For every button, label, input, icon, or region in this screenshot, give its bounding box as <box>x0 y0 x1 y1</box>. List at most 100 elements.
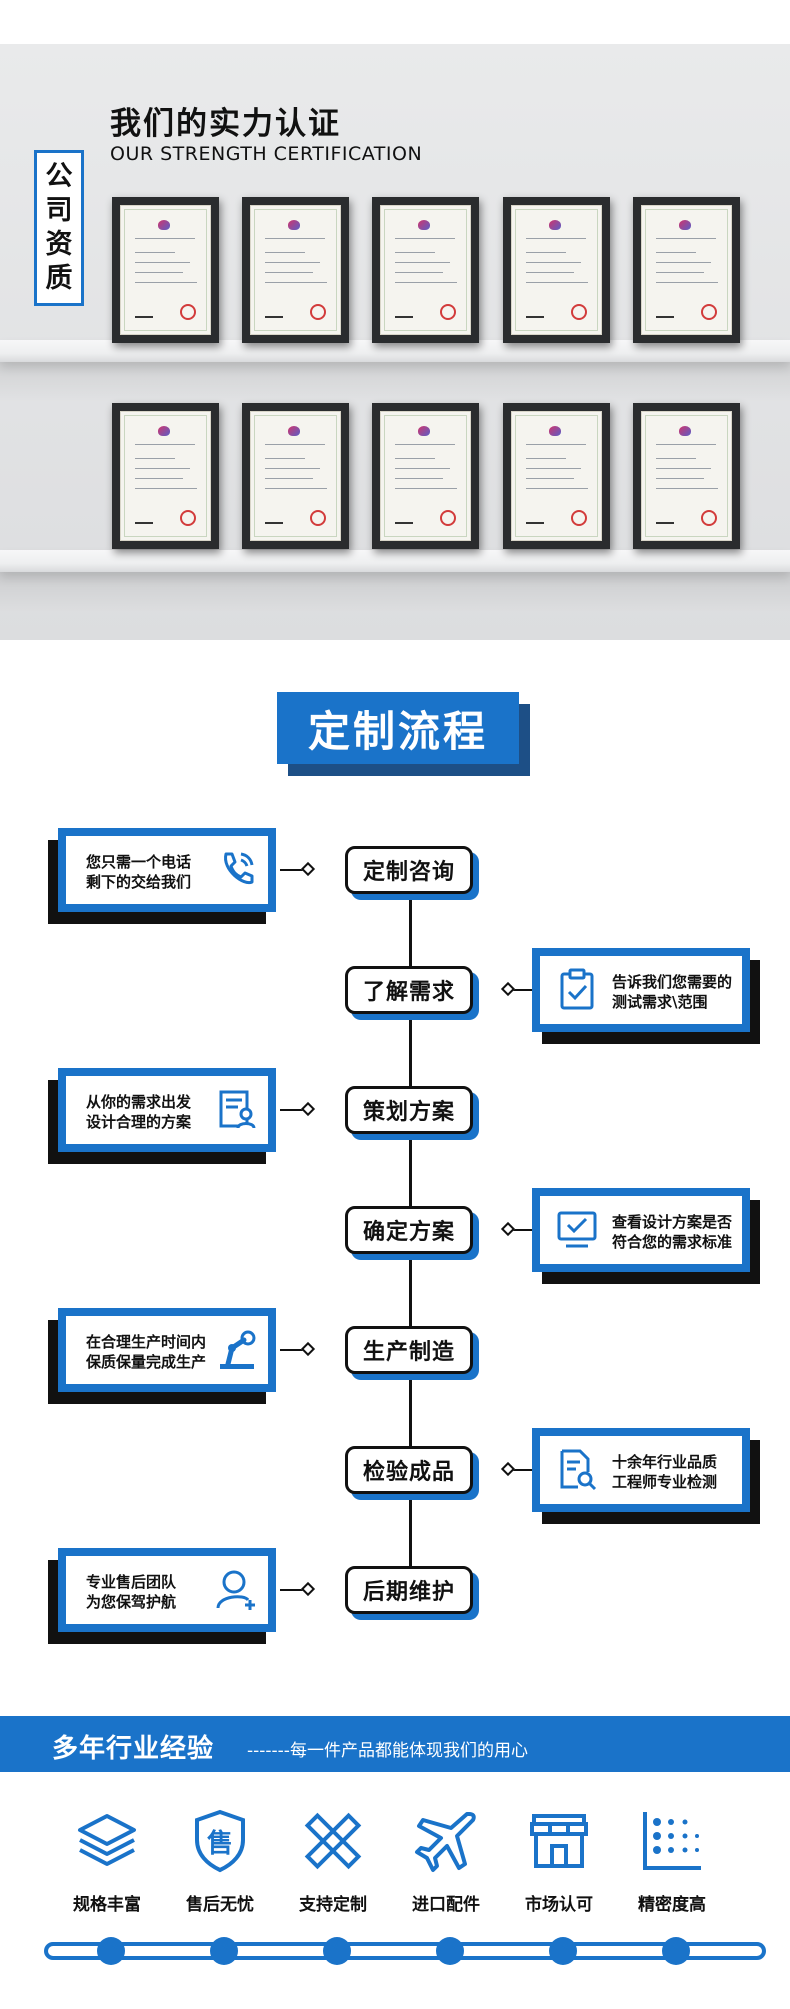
document-search-icon <box>560 1449 597 1491</box>
card-requirements: 告诉我们您需要的 测试需求\范围 <box>532 948 750 1032</box>
robot-arm-icon <box>220 1330 256 1369</box>
feature-label: 市场认可 <box>525 1895 593 1915</box>
feature-market: 市场认可 <box>504 1808 614 1918</box>
feature-aftersales: 售 售后无忧 <box>165 1808 275 1918</box>
certificate-frame <box>633 197 740 343</box>
layers-icon <box>78 1814 136 1866</box>
feature-specs: 规格丰富 <box>52 1808 162 1918</box>
feature-track <box>44 1942 766 1960</box>
feature-label: 售后无忧 <box>186 1895 254 1915</box>
card-text: 查看设计方案是否 符合您的需求标准 <box>612 1213 733 1251</box>
connector-diamond <box>300 1341 316 1357</box>
step-label: 策划方案 <box>362 1100 455 1125</box>
step-maintenance: 后期维护 <box>345 1566 473 1614</box>
feature-label: 精密度高 <box>638 1895 706 1915</box>
connector-line <box>280 1109 310 1111</box>
track-dot <box>662 1937 690 1965</box>
step-understand: 了解需求 <box>345 966 473 1014</box>
feature-custom: 支持定制 <box>278 1808 388 1918</box>
step-label: 确定方案 <box>362 1220 455 1245</box>
certificate-frame <box>242 403 349 549</box>
upper-shelf <box>0 340 790 362</box>
step-label: 生产制造 <box>362 1340 455 1365</box>
connector-line <box>508 1229 538 1231</box>
ruler-pencil-icon <box>304 1812 362 1870</box>
lower-shelf-shadow <box>0 572 790 612</box>
step-label: 后期维护 <box>362 1580 455 1605</box>
step-label: 了解需求 <box>362 980 455 1005</box>
step-confirm: 确定方案 <box>345 1206 473 1254</box>
step-production: 生产制造 <box>345 1326 473 1374</box>
connector-diamond <box>300 861 316 877</box>
connector-line <box>508 989 538 991</box>
phone-icon <box>224 852 254 885</box>
certificate-frame <box>372 197 479 343</box>
track-dot <box>323 1937 351 1965</box>
step-label: 检验成品 <box>362 1460 455 1485</box>
card-inspection: 十余年行业品质 工程师专业检测 <box>532 1428 750 1512</box>
track-dot <box>436 1937 464 1965</box>
connector-diamond <box>500 1221 516 1237</box>
connector-line <box>280 1589 310 1591</box>
feature-imported: 进口配件 <box>391 1808 501 1918</box>
certificate-frame <box>503 197 610 343</box>
shield-icon: 售 <box>195 1809 245 1873</box>
experience-subtitle: -------每一件产品都能体现我们的用心 <box>247 1741 528 1761</box>
track-dot <box>97 1937 125 1965</box>
connector-line <box>508 1469 538 1471</box>
qualification-char: 公 <box>45 161 73 192</box>
feature-label: 规格丰富 <box>73 1895 141 1915</box>
qualification-char: 司 <box>45 195 73 226</box>
card-text: 专业售后团队 为您保驾护航 <box>86 1573 177 1611</box>
certificate-frame <box>112 403 219 549</box>
feature-label: 进口配件 <box>412 1895 480 1915</box>
step-label: 定制咨询 <box>362 860 455 885</box>
card-manufacture: 在合理生产时间内 保质保量完成生产 <box>58 1308 276 1392</box>
dot-grid-icon <box>643 1812 701 1870</box>
certificate-frame <box>503 403 610 549</box>
experience-title: 多年行业经验 <box>52 1734 215 1764</box>
certification-subtitle: OUR STRENGTH CERTIFICATION <box>110 143 423 165</box>
process-banner: 定制流程 <box>277 692 519 764</box>
lower-shelf <box>0 550 790 572</box>
track-dot <box>549 1937 577 1965</box>
user-add-icon <box>216 1570 255 1610</box>
certificate-frame <box>372 403 479 549</box>
card-text: 十余年行业品质 工程师专业检测 <box>612 1453 718 1491</box>
clipboard-check-icon <box>560 968 594 1010</box>
card-aftersales: 专业售后团队 为您保驾护航 <box>58 1548 276 1632</box>
connector-line <box>280 869 310 871</box>
certification-section: 我们的实力认证 OUR STRENGTH CERTIFICATION 公 司 资… <box>0 0 790 640</box>
card-text: 您只需一个电话 剩下的交给我们 <box>86 853 192 891</box>
card-text: 从你的需求出发 设计合理的方案 <box>86 1093 192 1131</box>
qualification-char: 资 <box>45 229 73 260</box>
process-title: 定制流程 <box>307 706 488 756</box>
connector-diamond <box>300 1581 316 1597</box>
card-text: 在合理生产时间内 保质保量完成生产 <box>86 1333 207 1371</box>
step-plan: 策划方案 <box>345 1086 473 1134</box>
step-inspection: 检验成品 <box>345 1446 473 1494</box>
qualification-char: 质 <box>45 263 73 294</box>
step-consult: 定制咨询 <box>345 846 473 894</box>
feature-precision: 精密度高 <box>617 1808 727 1918</box>
connector-diamond <box>500 981 516 997</box>
connector-diamond <box>500 1461 516 1477</box>
card-text: 告诉我们您需要的 测试需求\范围 <box>612 973 733 1011</box>
card-review: 查看设计方案是否 符合您的需求标准 <box>532 1188 750 1272</box>
upper-shelf-shadow <box>0 362 790 402</box>
store-icon <box>530 1814 588 1868</box>
track-dot <box>210 1937 238 1965</box>
experience-bar <box>0 1716 790 1772</box>
connector-diamond <box>300 1101 316 1117</box>
airplane-icon <box>415 1812 476 1872</box>
monitor-check-icon <box>557 1211 597 1248</box>
feature-label: 支持定制 <box>299 1895 367 1915</box>
qualification-label-box: 公 司 资 质 <box>34 150 84 306</box>
certificate-frame <box>112 197 219 343</box>
certificate-frame <box>242 197 349 343</box>
svg-text:售: 售 <box>207 1828 233 1859</box>
card-phone: 您只需一个电话 剩下的交给我们 <box>58 828 276 912</box>
document-user-icon <box>219 1090 256 1129</box>
certification-title: 我们的实力认证 <box>110 106 341 142</box>
connector-line <box>280 1349 310 1351</box>
